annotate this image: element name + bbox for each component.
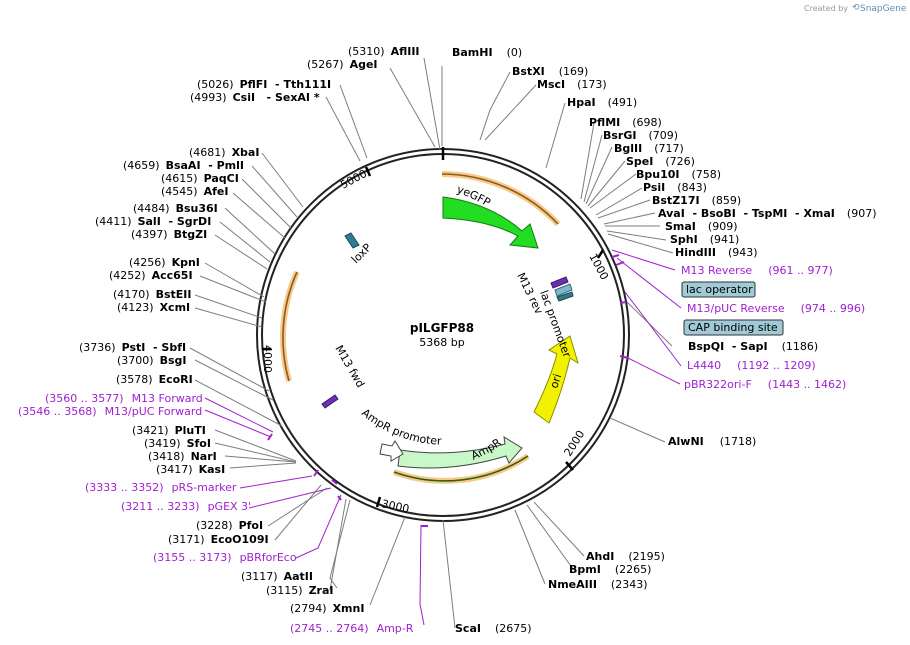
credit-brand: SnapGene [860,4,907,14]
enzyme-paqci[interactable]: (4615)PaqCI [161,172,239,185]
cap-binding-site-box[interactable] [683,319,784,336]
snapgene-logo-icon: ⟲ [852,3,860,13]
primer-m13-puc-reverse[interactable]: M13/pUC Reverse(974 .. 996) [687,302,865,315]
lac-operator-feature[interactable] [554,283,573,297]
enzyme-csii-group[interactable]: (4993)CsiI - SexAI * [190,91,320,104]
m13-fwd-feature[interactable] [321,394,339,409]
primer-m13-puc-forward[interactable]: (3546 .. 3568)M13/pUC Forward [18,405,202,418]
enzyme-pflfi-group[interactable]: (5026)PflFI - Tth111I [197,78,331,91]
ori-label: ori [547,372,564,390]
enzyme-sphi[interactable]: SphI(941) [670,233,739,246]
lac-operator-box[interactable] [681,281,756,298]
primer-site-marks [267,254,629,527]
tick-label-2000: 2000 [562,428,588,459]
enzyme-pfoi[interactable]: (3228)PfoI [196,519,263,532]
primer-l4440[interactable]: L4440(1192 .. 1209) [687,359,816,372]
ampr-promoter-arrow[interactable] [379,440,404,462]
loxp-feature-arrow[interactable] [344,232,360,249]
enzyme-agei[interactable]: (5267)AgeI [307,58,378,71]
enzyme-bstxi[interactable]: BstXI(169) [512,65,588,78]
primer-m13-reverse[interactable]: M13 Reverse(961 .. 977) [681,264,833,277]
enzyme-bglii[interactable]: BglII(717) [614,142,684,155]
lac-operator-box-label: lac operator [686,283,753,296]
plasmid-size: 5368 bp [419,336,464,349]
m13-rev-feature[interactable] [550,276,569,289]
primer-m13-forward[interactable]: (3560 .. 3577)M13 Forward [45,392,203,405]
enzyme-spei[interactable]: SpeI(726) [626,155,695,168]
cap-site-feature[interactable] [556,291,574,302]
ampr-feature-arrow[interactable] [397,436,523,469]
enzyme-xbai[interactable]: (4681)XbaI [189,146,259,159]
enzyme-hpai[interactable]: HpaI(491) [567,96,637,109]
yegfp-feature-arrow[interactable] [442,196,539,249]
orf-arc-ampr-line [393,455,529,482]
enzyme-sali-group[interactable]: (4411)SalI - SgrDI [95,215,211,228]
enzyme-acc65i[interactable]: (4252)Acc65I [109,269,193,282]
enzyme-nari[interactable]: (3418)NarI [148,450,217,463]
enzyme-leader-lines [189,57,674,629]
orf-arc-left-line [282,271,298,382]
orf-arc-yegfp-line [441,173,559,225]
credit-prefix: Created by [804,4,848,13]
enzyme-zrai[interactable]: (3115)ZraI [266,584,334,597]
ampr-promoter-label: AmpR promoter [359,406,442,448]
primer-leader-lines [204,249,682,626]
tick-marks [262,147,605,508]
enzyme-kpni[interactable]: (4256)KpnI [129,256,200,269]
tick-label-1000: 1000 [586,251,611,282]
enzyme-btgzi[interactable]: (4397)BtgZI [131,228,207,241]
enzyme-bsgi[interactable]: (3700)BsgI [117,354,186,367]
enzyme-bspqi-group[interactable]: BspQI - SapI(1186) [688,340,818,353]
enzyme-bsteii[interactable]: (4170)BstEII [113,288,191,301]
enzyme-psii[interactable]: PsiI(843) [643,181,707,194]
enzyme-bsu36i[interactable]: (4484)Bsu36I [133,202,218,215]
enzyme-msci[interactable]: MscI(173) [537,78,607,91]
m13-fwd-label: M13 fwd [332,343,367,390]
enzyme-pflmi[interactable]: PflMI(698) [589,116,662,129]
enzyme-hindiii[interactable]: HindIII(943) [675,246,758,259]
cap-binding-site-box-label: CAP binding site [688,321,778,334]
primer-prs-marker[interactable]: (3333 .. 3352)pRS-marker [85,481,237,494]
enzyme-bamhi[interactable]: BamHI(0) [452,46,522,59]
enzyme-alwni[interactable]: AlwNI(1718) [668,435,756,448]
primer-pbr322ori-f[interactable]: pBR322ori-F(1443 .. 1462) [684,378,846,391]
enzyme-pluti[interactable]: (3421)PluTI [132,424,206,437]
enzyme-bsrgi[interactable]: BsrGI(709) [603,129,678,142]
enzyme-psti-group[interactable]: (3736)PstI - SbfI [79,341,186,354]
enzyme-aatii[interactable]: (3117)AatII [241,570,313,583]
enzyme-bpu10i[interactable]: Bpu10I(758) [636,168,721,181]
enzyme-xcmi[interactable]: (4123)XcmI [117,301,190,314]
enzyme-bsaai-group[interactable]: (4659)BsaAI - PmlI [123,159,244,172]
enzyme-nmeaiii[interactable]: NmeAIII(2343) [548,578,648,591]
enzyme-aval-group[interactable]: AvaI - BsoBI - TspMI - XmaI(907) [658,207,877,220]
enzyme-xmni[interactable]: (2794)XmnI [290,602,364,615]
enzyme-ecori[interactable]: (3578)EcoRI [116,373,193,386]
tick-label-3000: 3000 [380,497,410,516]
enzyme-bstz17i[interactable]: BstZ17I(859) [652,194,741,207]
enzyme-scai[interactable]: ScaI(2675) [455,622,532,635]
primer-pgex3[interactable]: (3211 .. 3233)pGEX 3' [121,500,251,513]
enzyme-afliii[interactable]: (5310)AflIII [348,45,420,58]
ori-feature-arrow[interactable] [533,335,579,424]
enzyme-kasi[interactable]: (3417)KasI [156,463,225,476]
enzyme-eco0109i[interactable]: (3171)EcoO109I [168,533,269,546]
tick-label-4000: 4000 [261,345,274,373]
enzyme-smai[interactable]: SmaI(909) [665,220,738,233]
enzyme-sfoi[interactable]: (3419)SfoI [144,437,211,450]
primer-amp-r[interactable]: (2745 .. 2764)Amp-R [290,622,414,635]
plasmid-name: pILGFP88 [410,321,474,335]
primer-pbrforeco[interactable]: (3155 .. 3173)pBRforEco [153,551,297,564]
enzyme-afei[interactable]: (4545)AfeI [161,185,228,198]
enzyme-bpmi[interactable]: BpmI(2265) [569,563,651,576]
enzyme-ahdi[interactable]: AhdI(2195) [586,550,665,563]
